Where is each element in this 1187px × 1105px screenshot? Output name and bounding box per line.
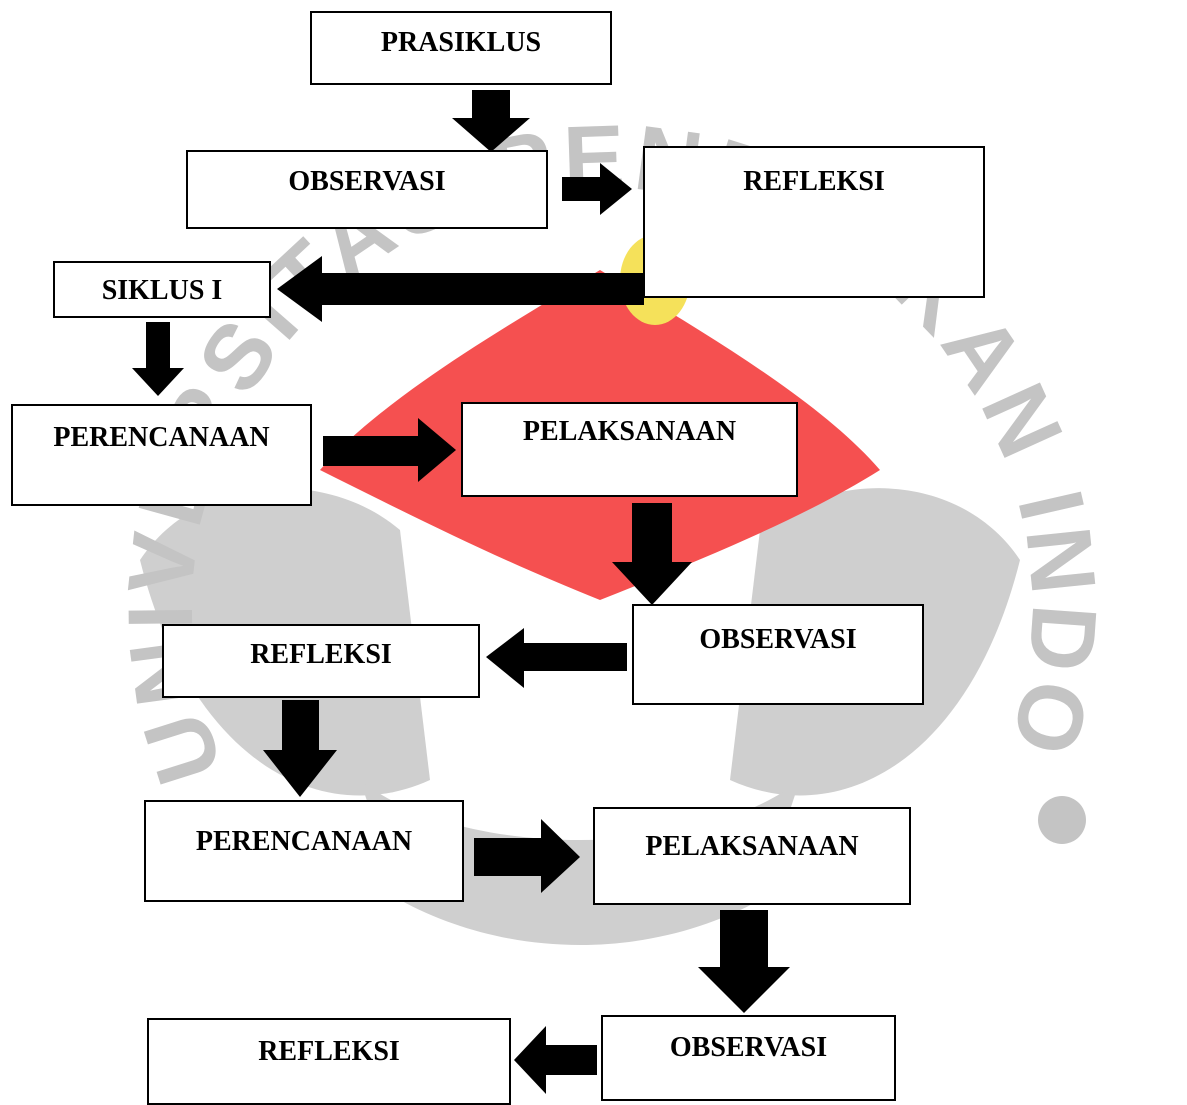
arrow-observasi-to-refleksi — [562, 163, 632, 215]
arrow-perencanaan-to-pelaksanaan-2 — [474, 819, 580, 893]
siklus1-box: SIKLUS I — [53, 261, 271, 318]
arrow-pelaksanaan-to-observasi-2 — [698, 910, 790, 1013]
c1-observasi-box: OBSERVASI — [632, 604, 924, 705]
prasiklus-box: PRASIKLUS — [310, 11, 612, 85]
c1-perencanaan-box: PERENCANAAN — [11, 404, 312, 506]
c1-observasi-label: OBSERVASI — [699, 624, 857, 655]
c1-refleksi-box: REFLEKSI — [162, 624, 480, 698]
pre-refleksi-box: REFLEKSI — [643, 146, 985, 298]
pre-refleksi-label: REFLEKSI — [743, 166, 885, 197]
prasiklus-label: PRASIKLUS — [380, 27, 542, 58]
arrow-pelaksanaan-to-observasi-1 — [612, 503, 692, 605]
watermark-dot — [1038, 796, 1086, 844]
c1-pelaksanaan-label: PELAKSANAAN — [522, 416, 737, 447]
c2-perencanaan-box: PERENCANAAN — [144, 800, 464, 902]
pre-observasi-box: OBSERVASI — [186, 150, 548, 229]
c2-perencanaan-label: PERENCANAAN — [195, 826, 413, 857]
arrow-observasi-to-refleksi-2 — [514, 1026, 597, 1094]
arrow-siklus1-to-perencanaan — [132, 322, 184, 396]
c1-pelaksanaan-box: PELAKSANAAN — [461, 402, 798, 497]
c2-pelaksanaan-box: PELAKSANAAN — [593, 807, 911, 905]
arrow-observasi-to-refleksi-1 — [486, 628, 627, 688]
watermark-red-left — [320, 270, 600, 600]
c2-observasi-label: OBSERVASI — [669, 1032, 828, 1063]
c2-refleksi-box: REFLEKSI — [147, 1018, 511, 1105]
arrow-refleksi-to-siklus1 — [277, 256, 644, 322]
c2-pelaksanaan-label: PELAKSANAAN — [645, 831, 859, 862]
c2-observasi-box: OBSERVASI — [601, 1015, 896, 1101]
c1-refleksi-label: REFLEKSI — [250, 639, 392, 670]
c1-perencanaan-label: PERENCANAAN — [53, 422, 270, 453]
siklus1-label: SIKLUS I — [101, 275, 223, 306]
arrow-refleksi-to-perencanaan-2 — [263, 700, 337, 797]
arrow-prasiklus-to-observasi — [452, 90, 530, 152]
c2-refleksi-label: REFLEKSI — [258, 1036, 400, 1067]
arrow-perencanaan-to-pelaksanaan-1 — [323, 418, 456, 482]
pre-observasi-label: OBSERVASI — [288, 166, 446, 197]
